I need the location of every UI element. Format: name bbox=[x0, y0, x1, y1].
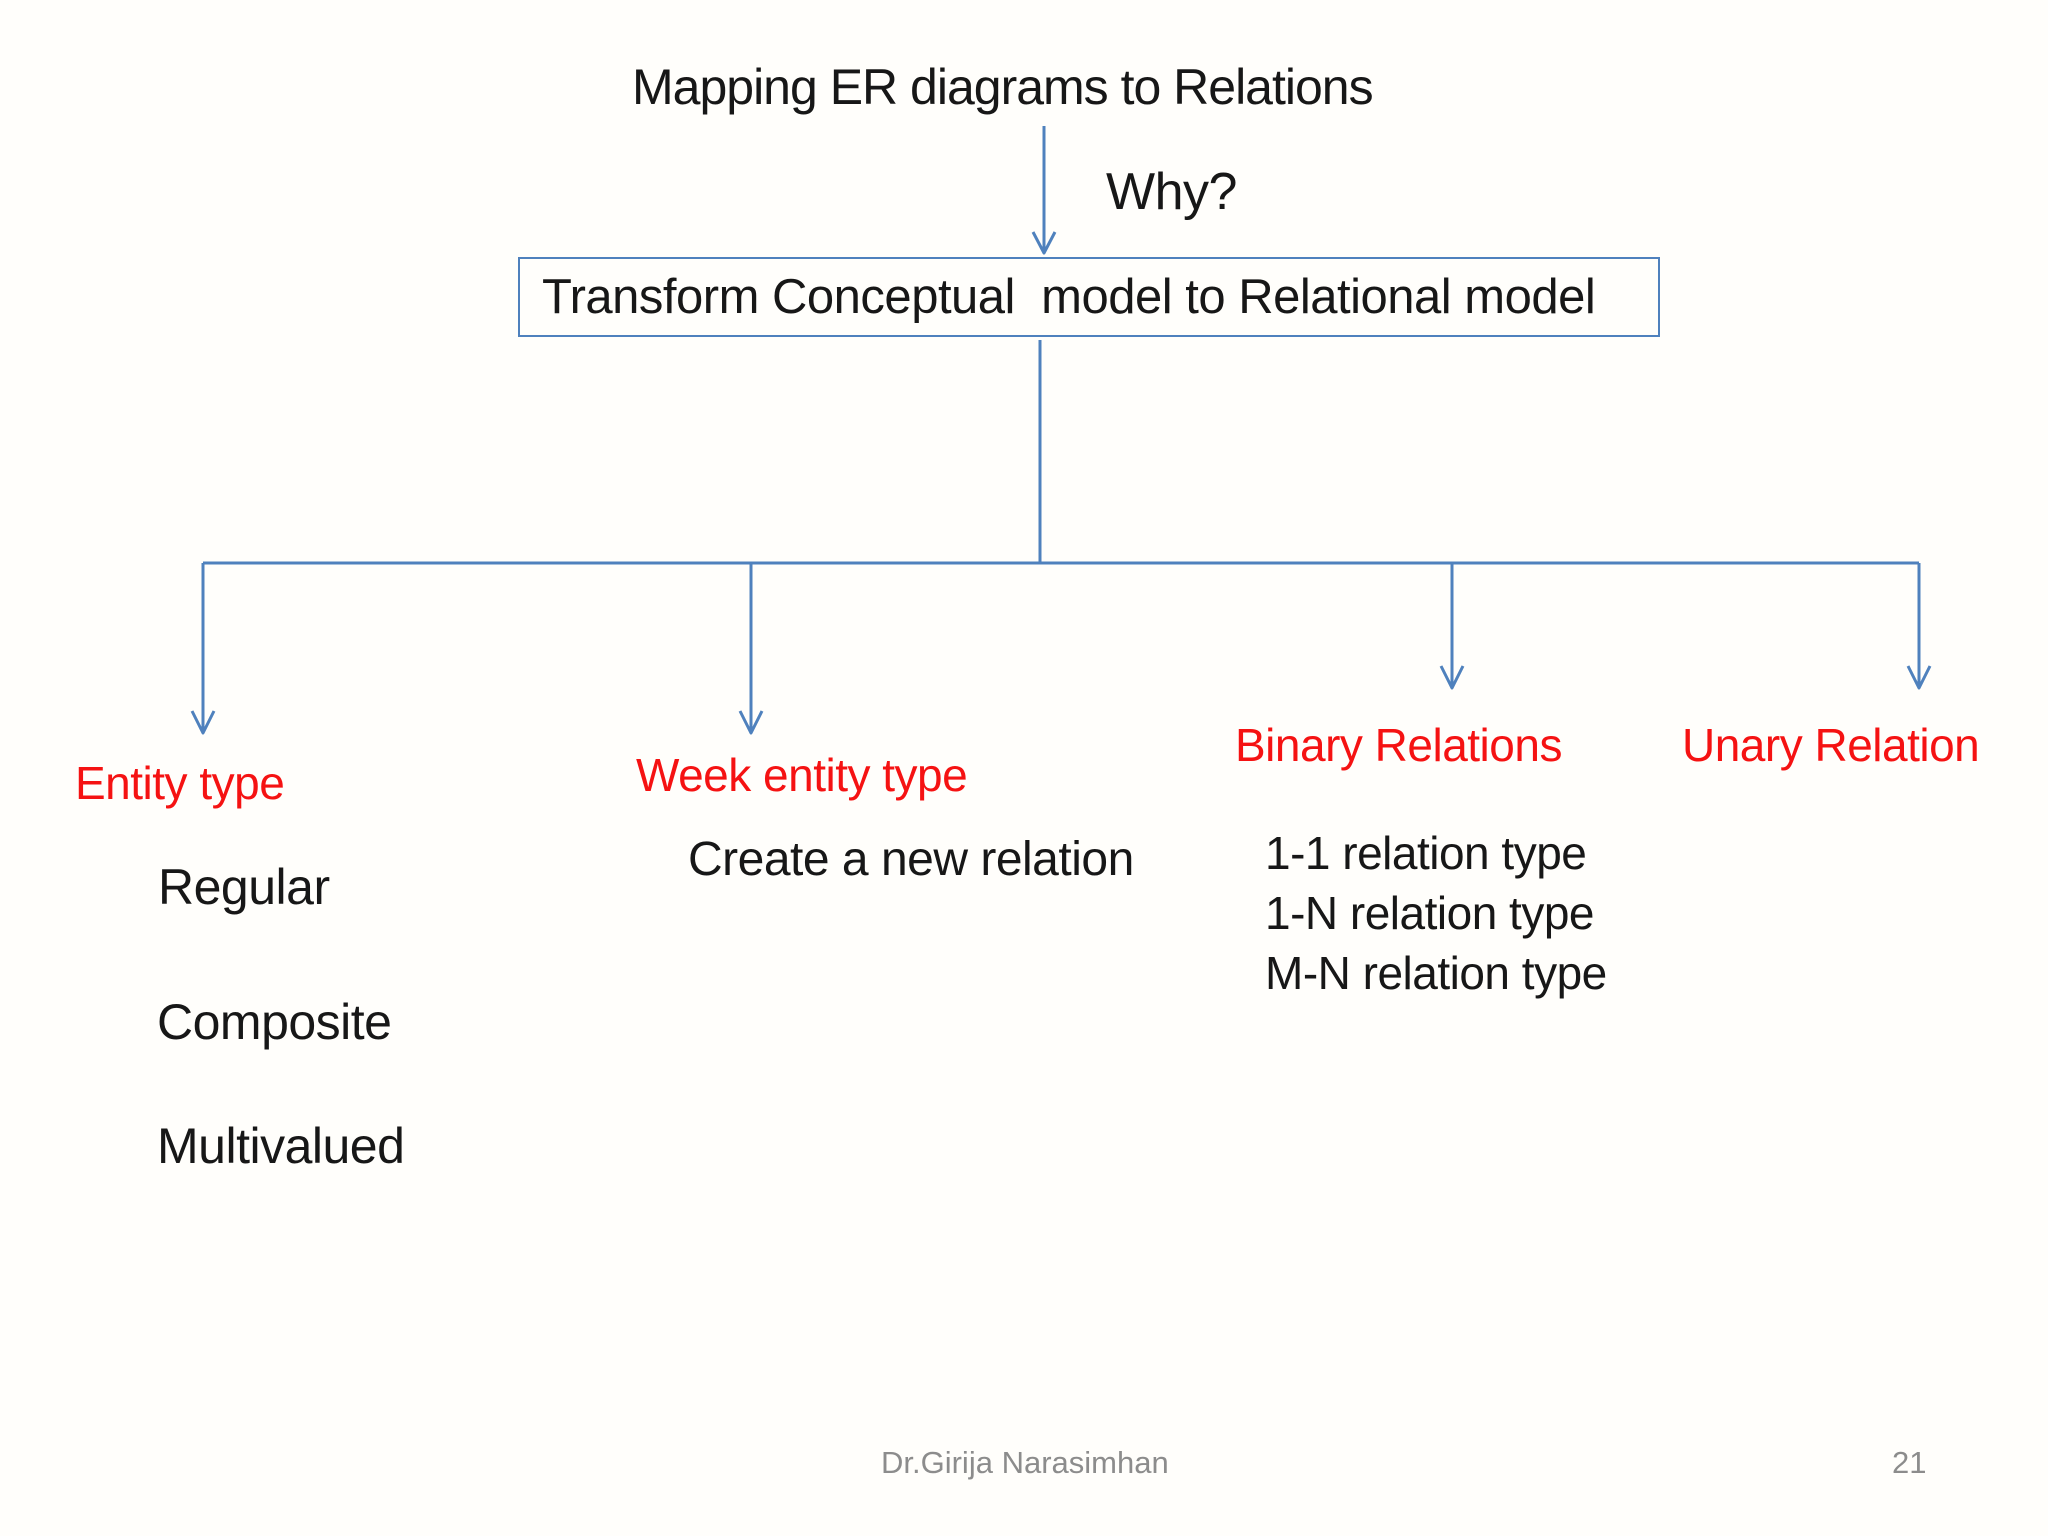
why-label: Why? bbox=[1106, 163, 1237, 221]
binary-relations-item-list: 1-1 relation type 1-N relation type M-N … bbox=[1265, 823, 1607, 1003]
slide-title: Mapping ER diagrams to Relations bbox=[632, 59, 1374, 115]
entity-type-item-composite: Composite bbox=[157, 994, 392, 1050]
entity-type-item-multivalued: Multivalued bbox=[157, 1118, 405, 1174]
branch-label-entity-type: Entity type bbox=[75, 757, 285, 809]
branch-label-unary-relation: Unary Relation bbox=[1682, 719, 1980, 771]
branch-label-binary-relations: Binary Relations bbox=[1235, 719, 1562, 771]
week-entity-item-create-relation: Create a new relation bbox=[688, 833, 1134, 886]
footer-page-number: 21 bbox=[1892, 1445, 1927, 1480]
binary-item-1-n: 1-N relation type bbox=[1265, 887, 1594, 939]
branch-label-week-entity-type: Week entity type bbox=[636, 749, 968, 801]
entity-type-item-regular: Regular bbox=[158, 859, 330, 915]
transform-box: Transform Conceptual model to Relational… bbox=[518, 257, 1660, 337]
down-arrow-entity-type bbox=[190, 563, 216, 735]
binary-item-1-1: 1-1 relation type bbox=[1265, 827, 1587, 879]
down-arrow-unary-relation bbox=[1906, 563, 1932, 690]
binary-item-m-n: M-N relation type bbox=[1265, 947, 1607, 999]
down-arrow-title-to-box bbox=[1031, 126, 1057, 255]
down-arrow-binary-relations bbox=[1439, 563, 1465, 690]
transform-box-label: Transform Conceptual model to Relational… bbox=[542, 270, 1596, 324]
down-arrow-week-entity-type bbox=[738, 563, 764, 735]
footer-author: Dr.Girija Narasimhan bbox=[881, 1445, 1169, 1480]
